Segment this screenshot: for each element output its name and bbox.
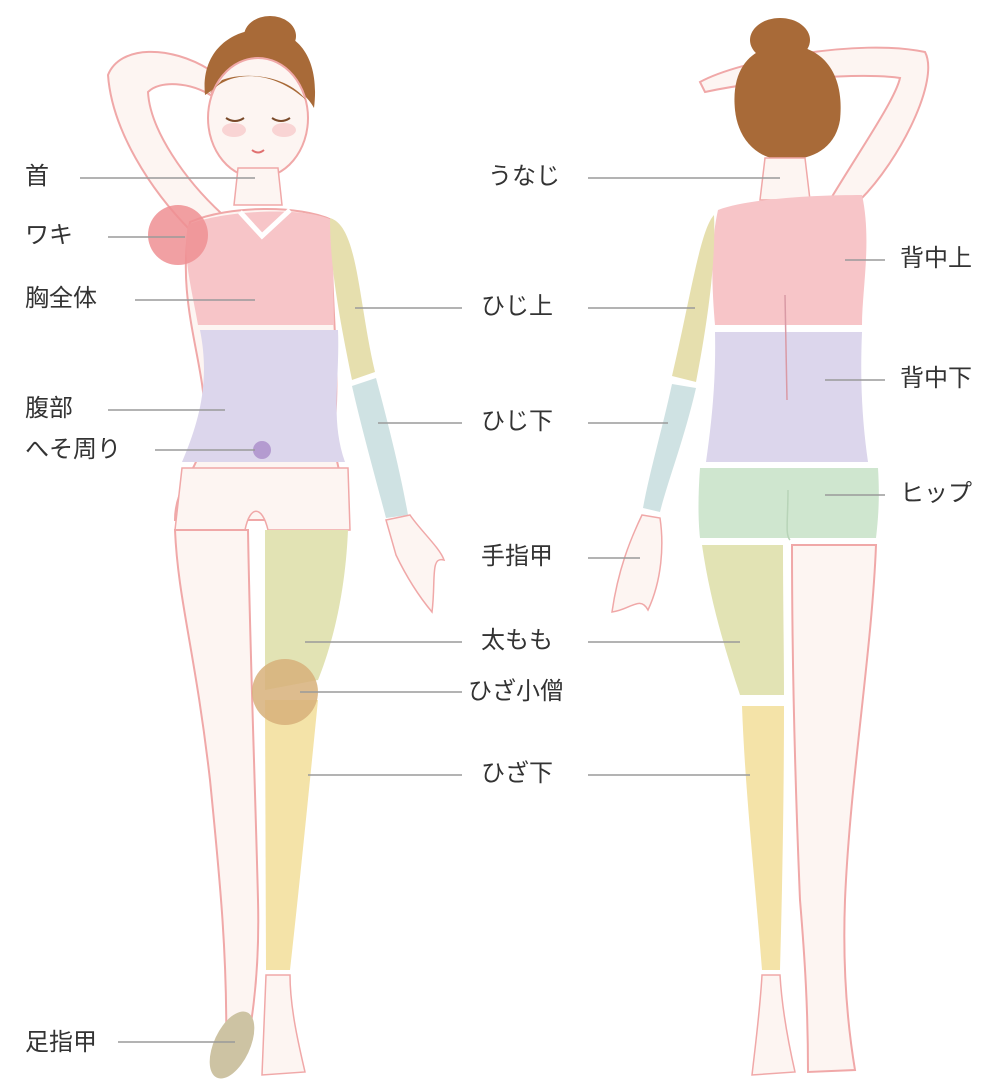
label-nape: うなじ bbox=[488, 161, 560, 191]
back-thigh-area bbox=[702, 545, 784, 695]
front-hand bbox=[386, 515, 444, 612]
back-left-foot bbox=[752, 975, 795, 1075]
label-upper-back: 背中上 bbox=[900, 243, 972, 273]
label-hip: ヒップ bbox=[900, 478, 972, 508]
back-right-leg bbox=[792, 545, 876, 1072]
front-lower-leg-area bbox=[265, 700, 318, 970]
back-hand bbox=[612, 515, 662, 612]
back-figure bbox=[612, 18, 928, 1075]
armpit-highlight bbox=[148, 205, 208, 265]
label-chest: 胸全体 bbox=[25, 283, 97, 313]
label-neck: 首 bbox=[25, 161, 49, 191]
label-upper-arm: ひじ上 bbox=[481, 291, 553, 321]
label-toenail: 足指甲 bbox=[25, 1027, 97, 1057]
front-neck bbox=[234, 168, 282, 205]
front-forearm bbox=[352, 378, 408, 518]
front-chest-area bbox=[186, 212, 334, 325]
back-lower-leg-area bbox=[742, 706, 784, 970]
label-armpit: ワキ bbox=[25, 220, 73, 250]
back-upper-arm bbox=[672, 215, 714, 382]
front-right-leg bbox=[175, 530, 258, 1060]
label-thigh: 太もも bbox=[481, 625, 553, 655]
label-lower-back: 背中下 bbox=[900, 363, 972, 393]
back-neck bbox=[760, 158, 810, 200]
label-navel: へそ周り bbox=[25, 434, 121, 464]
label-fingernail: 手指甲 bbox=[481, 541, 553, 571]
back-forearm bbox=[643, 384, 696, 512]
back-hip-area bbox=[699, 468, 879, 538]
front-left-foot bbox=[262, 975, 305, 1075]
navel-highlight bbox=[253, 441, 271, 459]
front-figure bbox=[108, 16, 444, 1082]
toenail-highlight bbox=[200, 1005, 263, 1082]
label-below-knee: ひざ下 bbox=[481, 758, 553, 788]
label-lower-arm: ひじ下 bbox=[481, 406, 553, 436]
front-raised-arm bbox=[108, 52, 222, 232]
back-upper-back-area bbox=[712, 195, 866, 325]
label-abdomen: 腹部 bbox=[25, 393, 73, 423]
back-hair bbox=[734, 45, 840, 160]
front-face bbox=[208, 58, 308, 178]
label-knee: ひざ小僧 bbox=[468, 676, 564, 706]
